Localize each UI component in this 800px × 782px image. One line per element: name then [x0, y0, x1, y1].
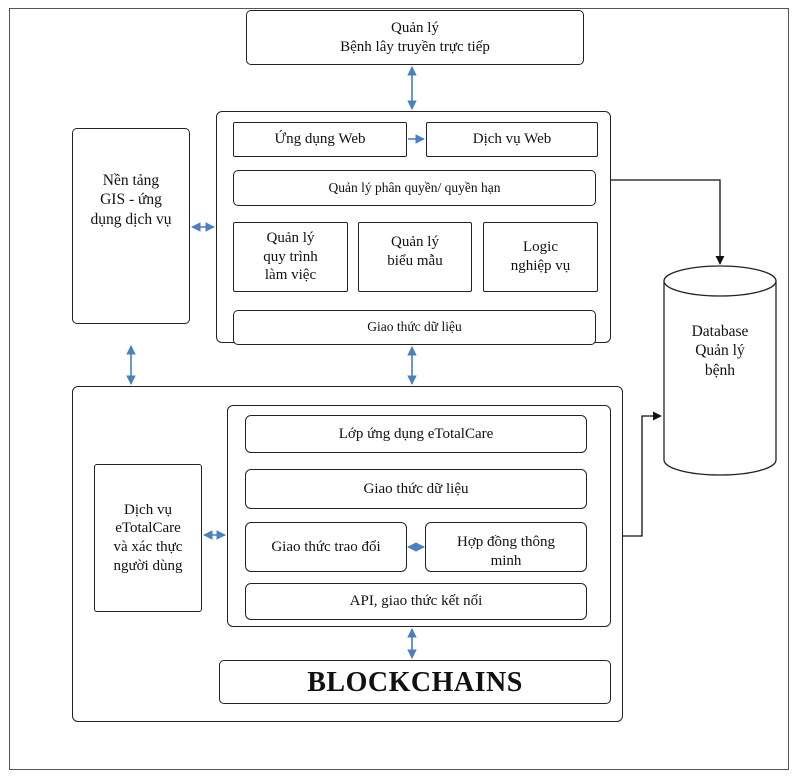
diagram-frame [9, 8, 789, 770]
etotalcare-service-box: Dịch vụ eTotalCare và xác thực người dùn… [94, 464, 202, 612]
etotalcare-layers-container [227, 405, 611, 627]
blockchains-label: BLOCKCHAINS [307, 666, 523, 698]
database-cylinder [663, 265, 777, 476]
web-service-label: Dịch vụ Web [472, 131, 552, 148]
exchange-protocol-box: Giao thức trao đổi [245, 522, 407, 572]
etotalcare-service-label: Dịch vụ eTotalCare và xác thực người dùn… [113, 501, 183, 574]
exchange-protocol-label: Giao thức trao đổi [271, 538, 381, 555]
etotalcare-app-layer-label: Lớp ứng dụng eTotalCare [338, 425, 494, 442]
permission-management-label: Quản lý phân quyền/ quyền hạn [328, 179, 501, 195]
database-label-box: Database Quản lý bệnh [664, 318, 776, 384]
direct-transmission-disease-box: Quản lý Bệnh lây truyền trực tiếp [246, 10, 584, 65]
data-protocol-bottom-box: Giao thức dữ liệu [245, 469, 587, 509]
web-app-label: Ứng dụng Web [274, 131, 366, 148]
direct-transmission-disease-label: Quản lý Bệnh lây truyền trực tiếp [340, 19, 490, 55]
smart-contract-label: Hợp đồng thông minh [457, 534, 555, 569]
smart-contract-box: Hợp đồng thông minh [425, 522, 587, 572]
web-app-box: Ứng dụng Web [233, 122, 407, 157]
workflow-management-box: Quản lý quy trình làm việc [233, 222, 348, 292]
etotalcare-system-container [72, 386, 623, 722]
web-service-box: Dịch vụ Web [426, 122, 598, 157]
database-label: Database Quản lý bệnh [691, 322, 749, 379]
api-protocol-label: API, giao thức kết nối [349, 593, 483, 610]
form-management-box: Quản lý biểu mẫu [358, 222, 472, 292]
data-protocol-top-box: Giao thức dữ liệu [233, 310, 596, 345]
business-logic-label: Logic nghiệp vụ [510, 239, 571, 274]
data-protocol-bottom-label: Giao thức dữ liệu [363, 480, 469, 497]
data-protocol-top-label: Giao thức dữ liệu [367, 319, 462, 335]
etotalcare-app-layer-box: Lớp ứng dụng eTotalCare [245, 415, 587, 453]
blockchains-box: BLOCKCHAINS [219, 660, 611, 704]
permission-management-box: Quản lý phân quyền/ quyền hạn [233, 170, 596, 206]
form-management-label: Quản lý biểu mẫu [387, 234, 443, 269]
business-logic-box: Logic nghiệp vụ [483, 222, 598, 292]
gis-platform-label: Nền tảng GIS - ứng dụng dịch vụ [90, 172, 172, 228]
gis-platform-box: Nền tảng GIS - ứng dụng dịch vụ [72, 128, 190, 324]
workflow-management-label: Quản lý quy trình làm việc [263, 229, 318, 284]
api-protocol-box: API, giao thức kết nối [245, 583, 587, 620]
